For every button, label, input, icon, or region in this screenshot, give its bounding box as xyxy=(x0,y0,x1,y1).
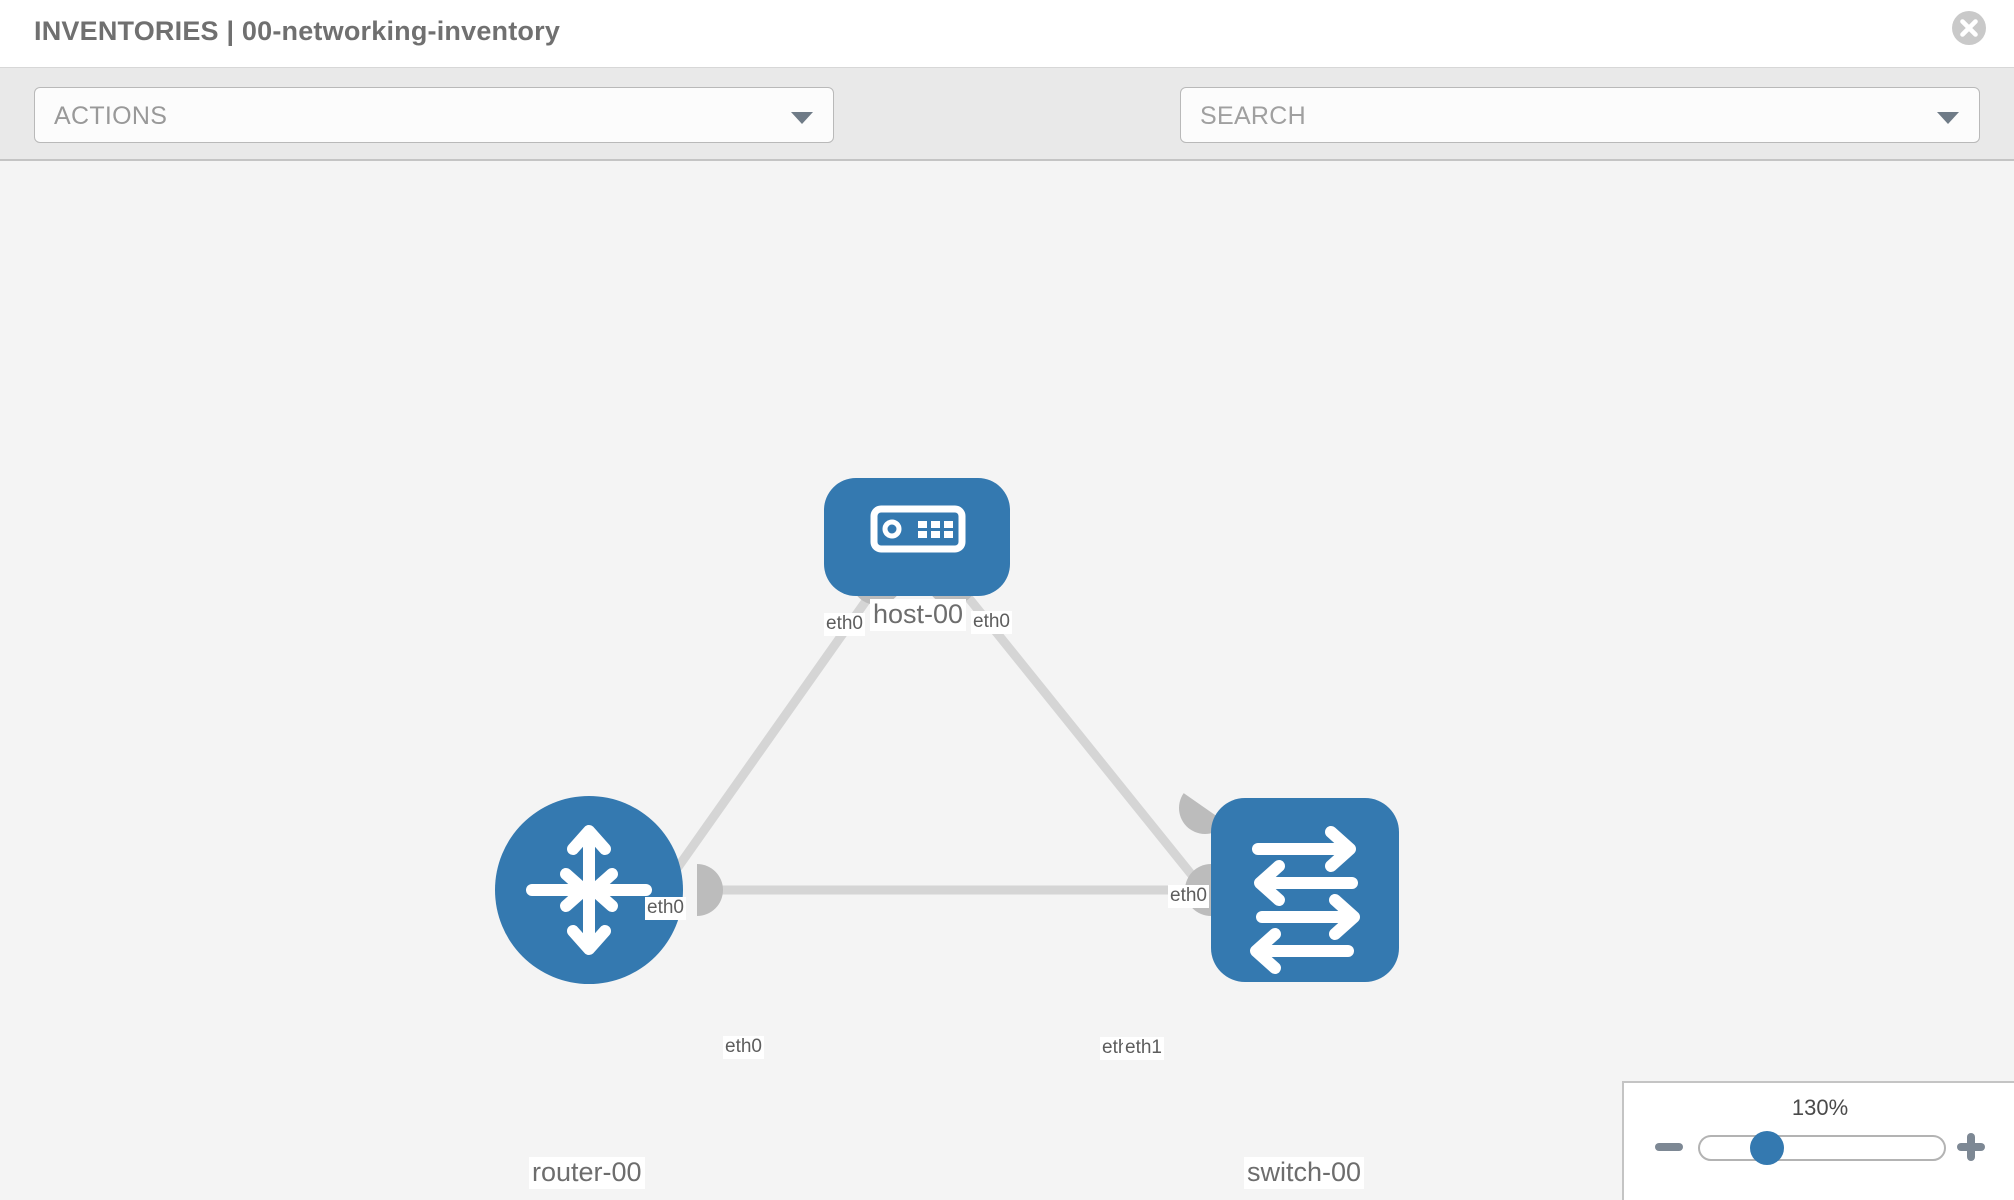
topology-canvas[interactable]: eth0 eth0 eth0 eth0 eth0 eth eth1 host-0… xyxy=(0,161,2014,1200)
minus-icon[interactable] xyxy=(1652,1130,1686,1164)
port-label: eth1 xyxy=(1123,1037,1164,1060)
node-host-00[interactable] xyxy=(824,478,1010,596)
port-label: eth0 xyxy=(723,1036,764,1059)
link-host-router xyxy=(636,578,884,924)
actions-dropdown-label: ACTIONS xyxy=(54,102,168,130)
server-icon-grid xyxy=(918,521,953,538)
port-label: eth0 xyxy=(1168,885,1209,908)
zoom-slider-thumb[interactable] xyxy=(1750,1131,1784,1165)
zoom-level-value: 130% xyxy=(1791,1095,1849,1120)
plus-icon[interactable] xyxy=(1954,1130,1988,1164)
topology-links xyxy=(636,578,1249,944)
page-title: INVENTORIES | 00-networking-inventory xyxy=(34,16,561,46)
actions-dropdown[interactable]: ACTIONS xyxy=(34,87,834,143)
zoom-control-panel: 130% xyxy=(1622,1081,2014,1200)
zoom-slider-track[interactable] xyxy=(1698,1135,1946,1161)
close-icon[interactable] xyxy=(1950,9,1988,47)
search-input[interactable]: SEARCH xyxy=(1180,87,1980,143)
node-router-00[interactable] xyxy=(495,796,683,984)
port-label: eth0 xyxy=(824,613,865,636)
port-nub-router-right xyxy=(697,864,723,916)
node-label-host-00: host-00 xyxy=(870,599,967,631)
node-switch-00[interactable] xyxy=(1211,798,1399,982)
server-icon-led xyxy=(882,519,902,539)
router-icon xyxy=(526,825,652,955)
chevron-down-icon xyxy=(791,112,813,124)
switch-icon xyxy=(1250,826,1360,974)
toolbar: ACTIONS SEARCH xyxy=(0,68,2014,196)
port-label: eth0 xyxy=(645,897,686,920)
node-label-switch-00: switch-00 xyxy=(1244,1157,1365,1189)
topology-graph xyxy=(495,478,1399,984)
node-label-router-00: router-00 xyxy=(529,1157,645,1189)
port-label: eth0 xyxy=(971,611,1012,634)
port-label: eth xyxy=(1100,1037,1131,1060)
server-icon xyxy=(870,505,966,553)
chevron-down-icon[interactable] xyxy=(1937,112,1959,124)
page-header: INVENTORIES | 00-networking-inventory xyxy=(0,0,2014,68)
search-placeholder: SEARCH xyxy=(1200,102,1306,130)
